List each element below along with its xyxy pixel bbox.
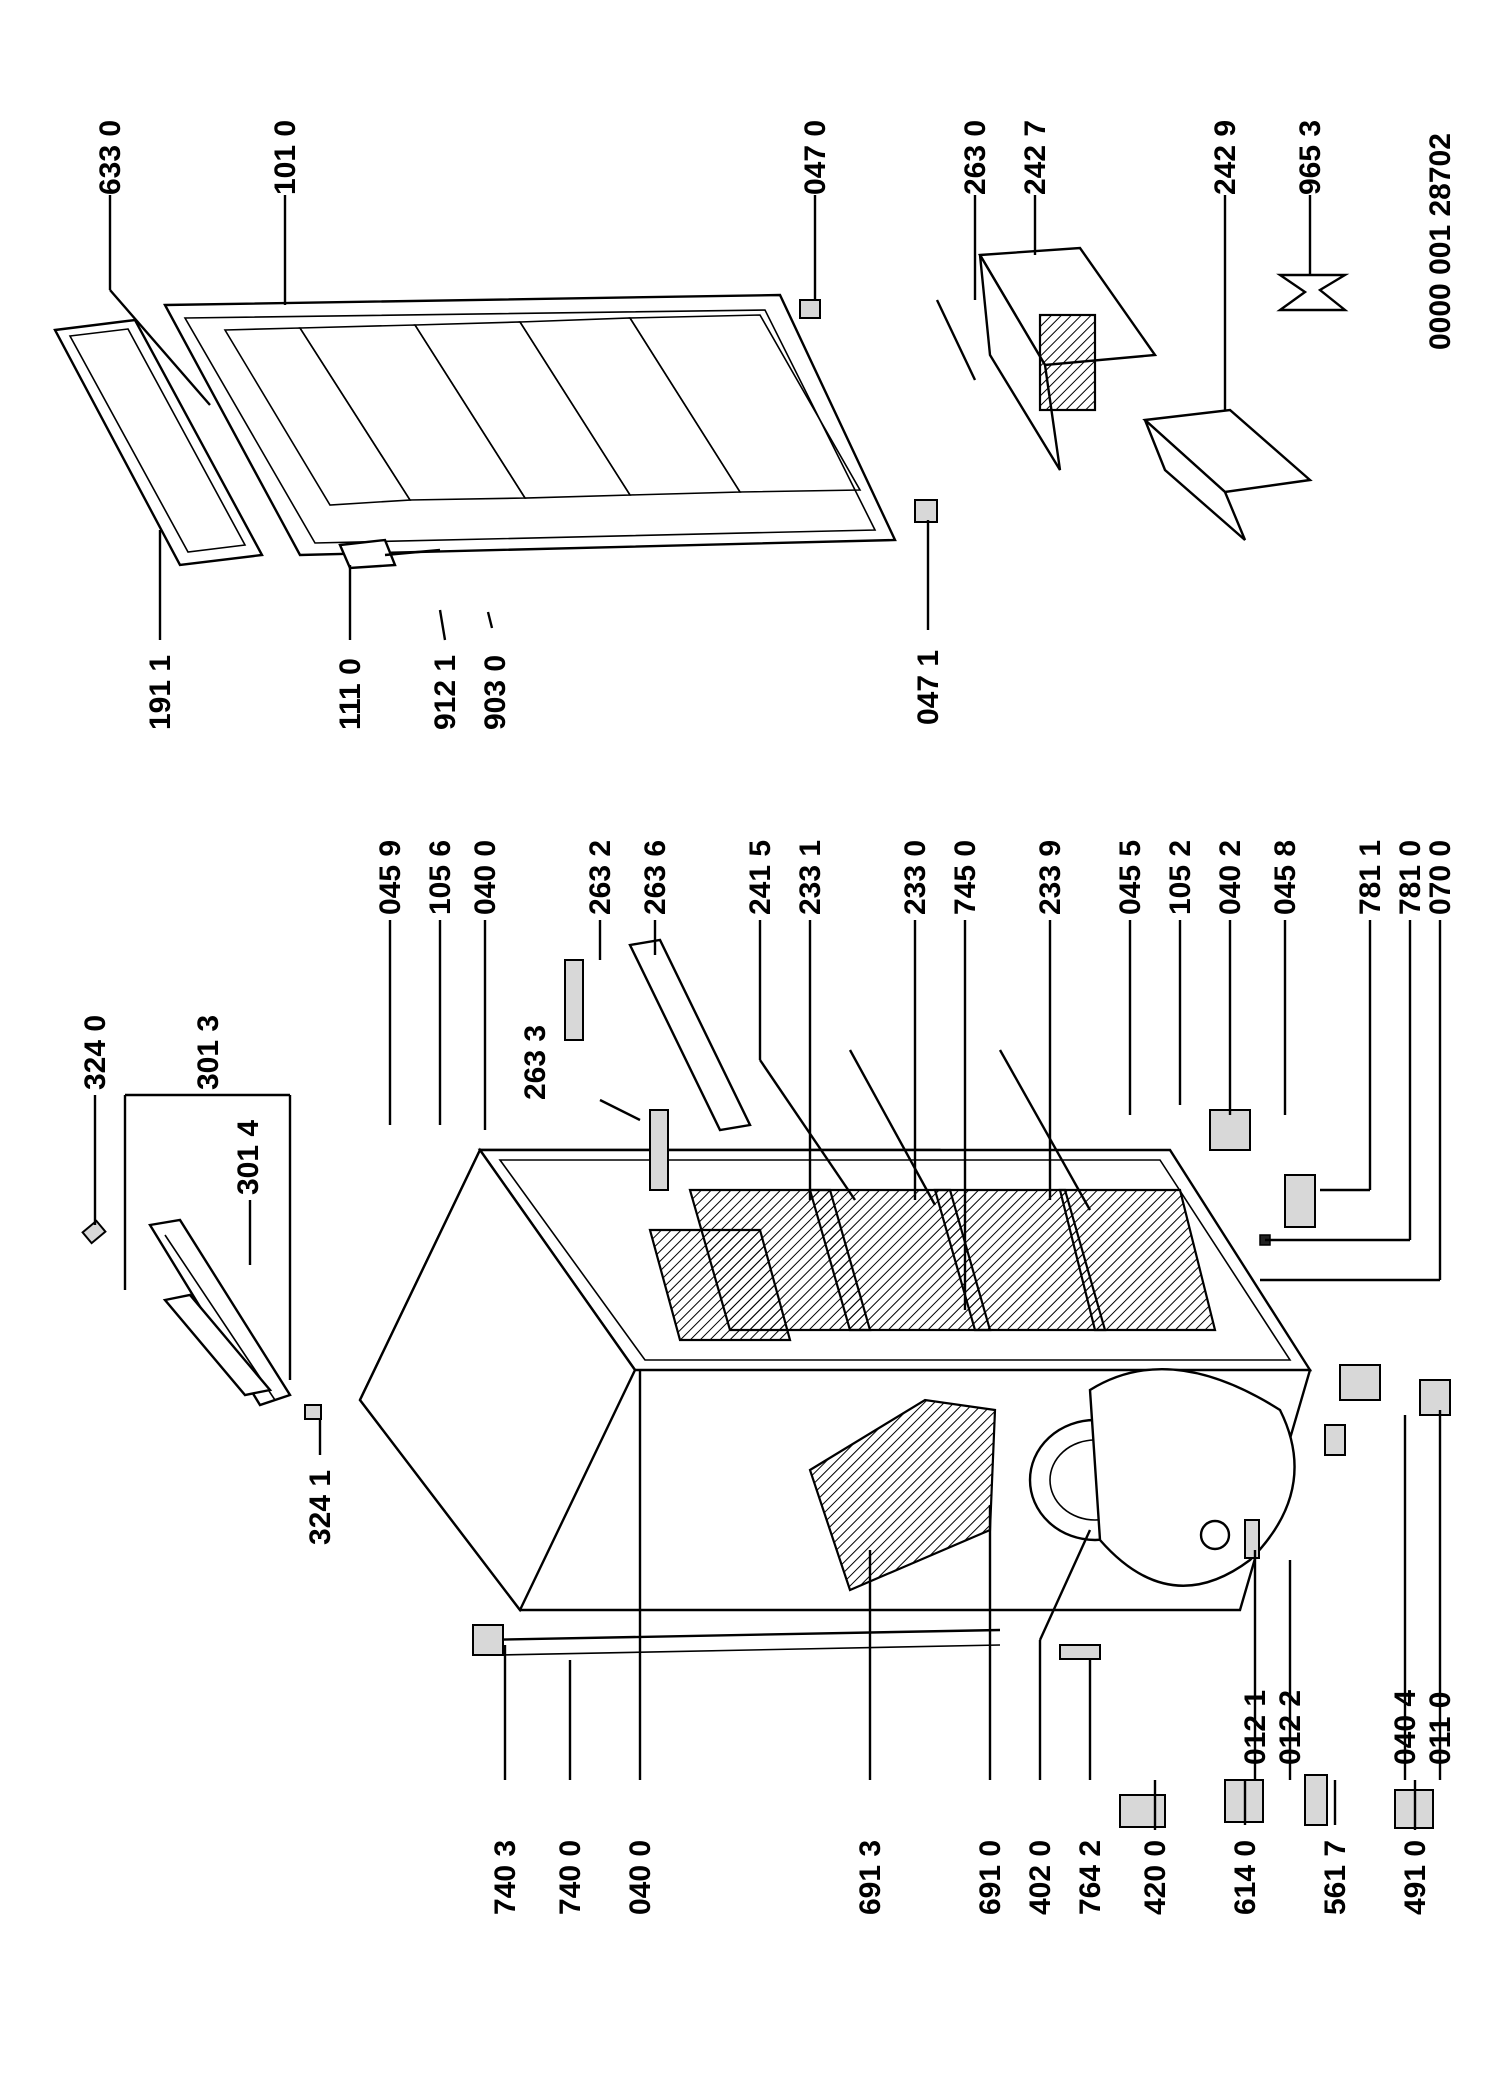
label-241-5: 241 5 xyxy=(744,840,777,915)
label-301-3: 301 3 xyxy=(192,1015,225,1090)
label-011-0: 011 0 xyxy=(1424,1692,1457,1765)
label-045-9: 045 9 xyxy=(374,840,407,915)
label-263-0: 263 0 xyxy=(959,120,992,195)
label-040-0-top: 040 0 xyxy=(469,840,502,915)
label-070-0: 070 0 xyxy=(1424,840,1457,915)
label-040-4: 040 4 xyxy=(1389,1690,1422,1765)
label-105-2: 105 2 xyxy=(1164,840,1197,915)
label-045-8: 045 8 xyxy=(1269,840,1302,915)
label-105-6: 105 6 xyxy=(424,840,457,915)
label-324-0: 324 0 xyxy=(79,1015,112,1090)
label-781-0: 781 0 xyxy=(1394,840,1427,915)
label-233-9: 233 9 xyxy=(1034,840,1067,915)
label-242-7: 242 7 xyxy=(1019,120,1052,195)
label-263-3: 263 3 xyxy=(519,1025,552,1100)
label-040-0-left: 040 0 xyxy=(624,1840,657,1915)
label-047-1: 047 1 xyxy=(912,650,945,725)
label-740-0: 740 0 xyxy=(554,1840,587,1915)
drawer-group xyxy=(935,246,1350,541)
label-242-9: 242 9 xyxy=(1209,120,1242,195)
label-561-7: 561 7 xyxy=(1319,1840,1352,1915)
door-assembly xyxy=(53,293,938,641)
label-965-3: 965 3 xyxy=(1294,120,1327,195)
label-633-0: 633 0 xyxy=(94,120,127,195)
label-047-0: 047 0 xyxy=(799,120,832,195)
label-691-3: 691 3 xyxy=(854,1840,887,1915)
label-324-1: 324 1 xyxy=(304,1470,337,1545)
label-012-1: 012 1 xyxy=(1239,1690,1272,1765)
label-614-0: 614 0 xyxy=(1229,1840,1262,1915)
top-cover-parts xyxy=(81,1218,322,1420)
label-263-2: 263 2 xyxy=(584,840,617,915)
label-402-0: 402 0 xyxy=(1024,1840,1057,1915)
label-912-1: 912 1 xyxy=(429,655,462,730)
leader-lines xyxy=(93,195,1442,1830)
refrigerator-cabinet xyxy=(358,938,1451,1829)
label-012-2: 012 2 xyxy=(1274,1690,1307,1765)
label-420-0: 420 0 xyxy=(1139,1840,1172,1915)
label-191-1: 191 1 xyxy=(144,655,177,730)
label-040-2: 040 2 xyxy=(1214,840,1247,915)
label-745-0: 745 0 xyxy=(949,840,982,915)
label-491-0: 491 0 xyxy=(1399,1840,1432,1915)
label-301-4: 301 4 xyxy=(232,1120,265,1195)
label-document-code: 0000 001 28702 xyxy=(1424,133,1457,350)
label-781-1: 781 1 xyxy=(1354,840,1387,915)
label-233-1: 233 1 xyxy=(794,840,827,915)
label-764-2: 764 2 xyxy=(1074,1840,1107,1915)
label-691-0: 691 0 xyxy=(974,1840,1007,1915)
label-903-0: 903 0 xyxy=(479,655,512,730)
label-111-0: 111 0 xyxy=(334,658,367,730)
label-101-0: 101 0 xyxy=(269,120,302,195)
label-045-5: 045 5 xyxy=(1114,840,1147,915)
label-263-6: 263 6 xyxy=(639,840,672,915)
label-233-0: 233 0 xyxy=(899,840,932,915)
part-labels: 633 0 101 0 047 0 263 0 242 7 242 9 965 … xyxy=(79,120,1457,1915)
label-740-3: 740 3 xyxy=(489,1840,522,1915)
